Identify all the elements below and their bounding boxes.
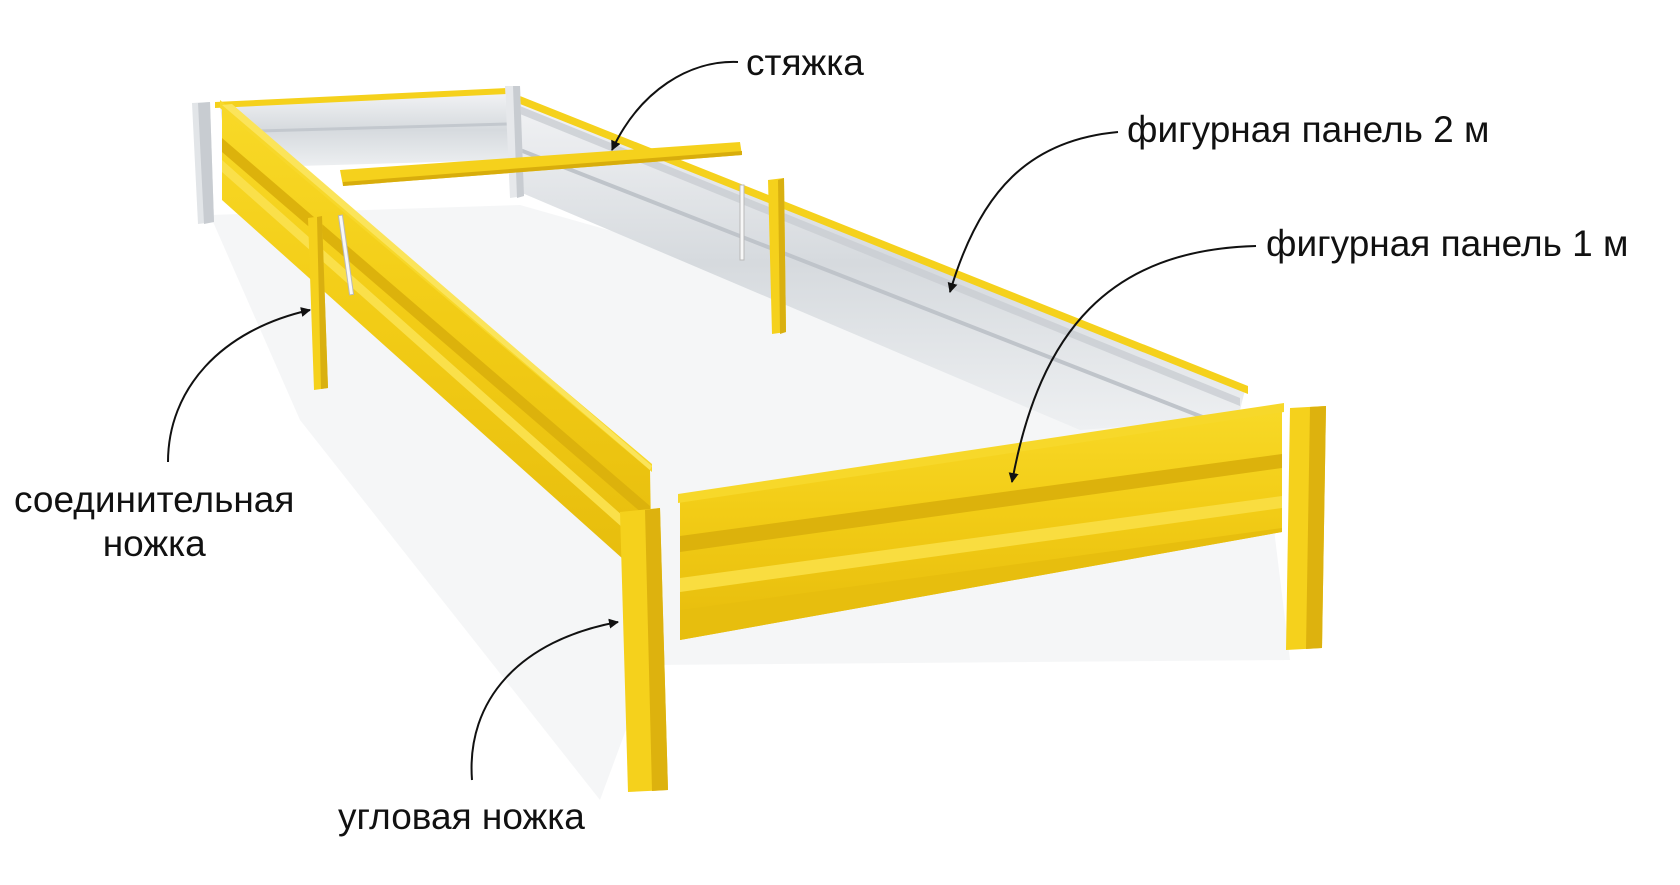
- front-short-panel: [678, 403, 1284, 640]
- leader-lines: [167, 60, 1257, 781]
- label-connecting-leg-line2: ножка: [102, 523, 206, 565]
- back-left-corner-leg: [192, 102, 214, 224]
- label-panel-2m: фигурная панель 2 м: [1127, 109, 1490, 150]
- leader-panel-2m: [947, 131, 1119, 293]
- right-connecting-leg: [768, 178, 786, 334]
- front-left-corner-leg: [620, 508, 668, 792]
- leader-panel-1m: [1008, 245, 1257, 483]
- label-panel-1m: фигурная панель 1 м: [1266, 223, 1629, 264]
- leader-corner-leg: [470, 618, 619, 781]
- back-inner-panel: [215, 88, 510, 168]
- leader-tie: [611, 60, 739, 151]
- tie-bar: [340, 142, 742, 186]
- label-connecting-leg-line1: соединительная: [14, 479, 295, 520]
- front-right-corner-leg: [1286, 406, 1326, 650]
- label-corner-leg: угловая ножка: [338, 796, 585, 837]
- left-connecting-leg: [308, 216, 328, 390]
- label-tie: стяжка: [746, 42, 864, 83]
- right-inner-panel: [510, 92, 1248, 430]
- left-long-panel: [220, 100, 652, 585]
- leader-connecting-leg: [167, 307, 311, 463]
- label-connecting-leg: соединительная ножка: [14, 478, 294, 567]
